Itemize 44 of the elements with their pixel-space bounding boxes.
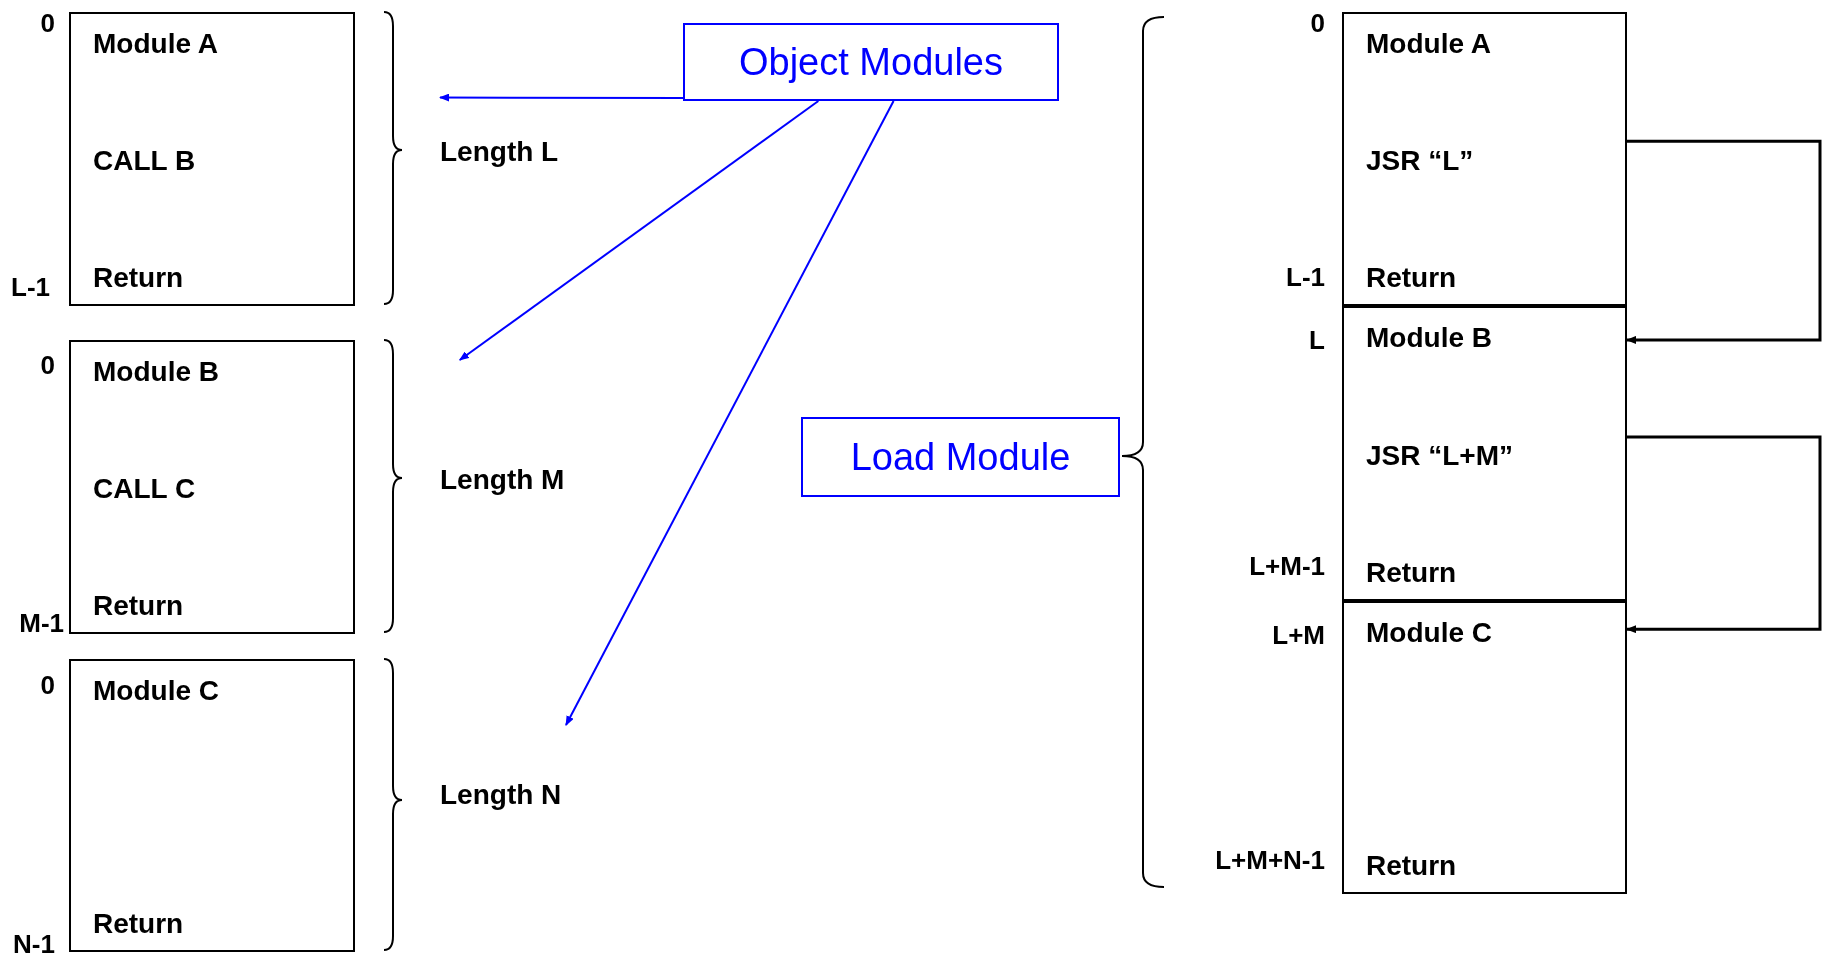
address-label: 0 <box>40 350 55 381</box>
address-label: 0 <box>1310 8 1325 39</box>
address-label: L+M+N-1 <box>1215 845 1325 876</box>
code-line: JSR “L” <box>1366 145 1475 177</box>
module-name: Module A <box>1366 28 1492 60</box>
code-line: CALL C <box>93 473 197 505</box>
code-line: Return <box>1366 557 1458 589</box>
length-label: Length M <box>440 360 620 496</box>
memory-block <box>1342 601 1627 894</box>
memory-block <box>1342 12 1627 306</box>
module-name: Module B <box>93 356 220 388</box>
address-label: L <box>1309 325 1325 356</box>
arrow <box>565 100 895 726</box>
module-name: Module A <box>93 28 219 60</box>
address-label: 0 <box>40 670 55 701</box>
code-line: CALL B <box>93 145 197 177</box>
arrow <box>1626 139 1822 344</box>
address-label: L-1 <box>1286 262 1325 293</box>
address-label: L-1 <box>11 272 50 303</box>
code-line: JSR “L+M” <box>1366 439 1515 472</box>
arrow <box>1626 435 1822 634</box>
code-line: Return <box>1366 262 1458 294</box>
code-line: Return <box>1366 850 1458 882</box>
code-line: Return <box>93 590 185 622</box>
address-label: 0 <box>40 8 55 39</box>
address-label: L+M <box>1272 620 1325 651</box>
length-label: Length N <box>440 725 620 811</box>
address-label: L+M-1 <box>1249 551 1325 582</box>
memory-block <box>69 340 355 634</box>
module-name: Module C <box>1366 617 1493 649</box>
code-line: Return <box>93 908 185 940</box>
address-label: N-1 <box>13 929 55 959</box>
address-label: M-1 <box>19 608 64 639</box>
memory-block <box>69 659 355 952</box>
memory-block <box>69 12 355 306</box>
arrow <box>439 93 684 102</box>
module-name: Module B <box>1366 322 1493 354</box>
code-line: Return <box>93 262 185 294</box>
title-box: Object Modules <box>683 23 1059 101</box>
module-name: Module C <box>93 675 220 707</box>
length-label: Length L <box>440 88 620 168</box>
arrow <box>458 100 820 361</box>
memory-block <box>1342 306 1627 601</box>
title-box: Load Module <box>801 417 1120 497</box>
